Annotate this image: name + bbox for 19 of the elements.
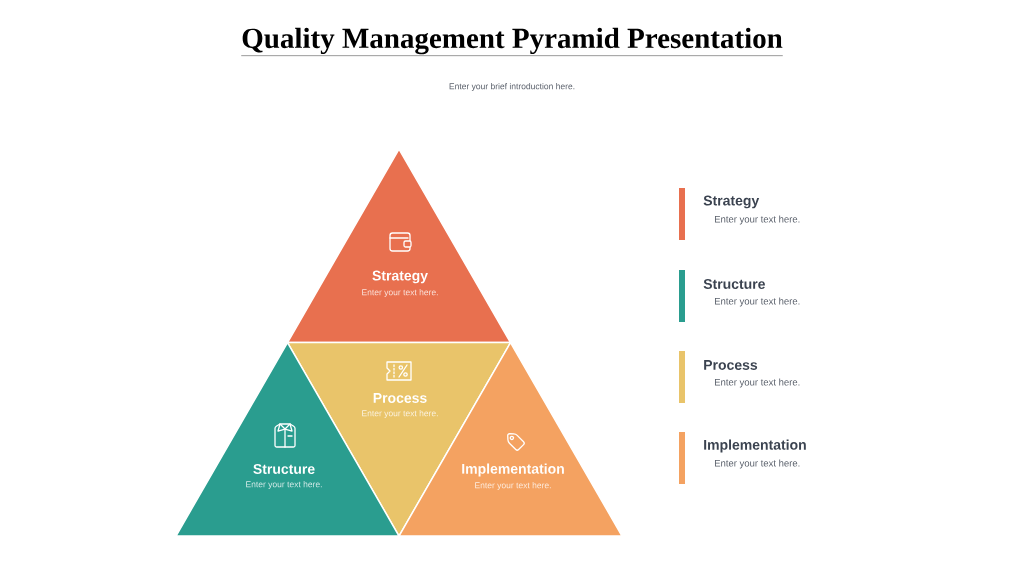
segment-title: Process <box>373 393 427 403</box>
item-text: Enter your text here. <box>715 215 800 225</box>
item-text: Enter your text here. <box>715 378 800 388</box>
segment-text: Enter your text here. <box>246 481 322 489</box>
item-heading: Strategy <box>703 195 760 209</box>
item-text: Enter your text here. <box>715 459 800 469</box>
item-heading: Structure <box>703 279 765 289</box>
item-heading: Process <box>704 360 758 370</box>
segment-text: Enter your text here. <box>362 410 438 418</box>
segment-text: Enter your text here. <box>475 482 551 490</box>
segment-title: Implementation <box>462 463 564 477</box>
intro-text: Enter your brief introduction here. <box>449 83 575 91</box>
segment-title: Strategy <box>372 270 428 284</box>
title: Quality Management Pyramid Presentation <box>241 27 783 56</box>
segment-title: Structure <box>253 464 315 474</box>
item-text: Enter your text here. <box>715 297 800 307</box>
item-heading: Implementation <box>704 439 806 453</box>
segment-text: Enter your text here. <box>362 289 438 297</box>
pyramid-segment <box>286 148 512 344</box>
